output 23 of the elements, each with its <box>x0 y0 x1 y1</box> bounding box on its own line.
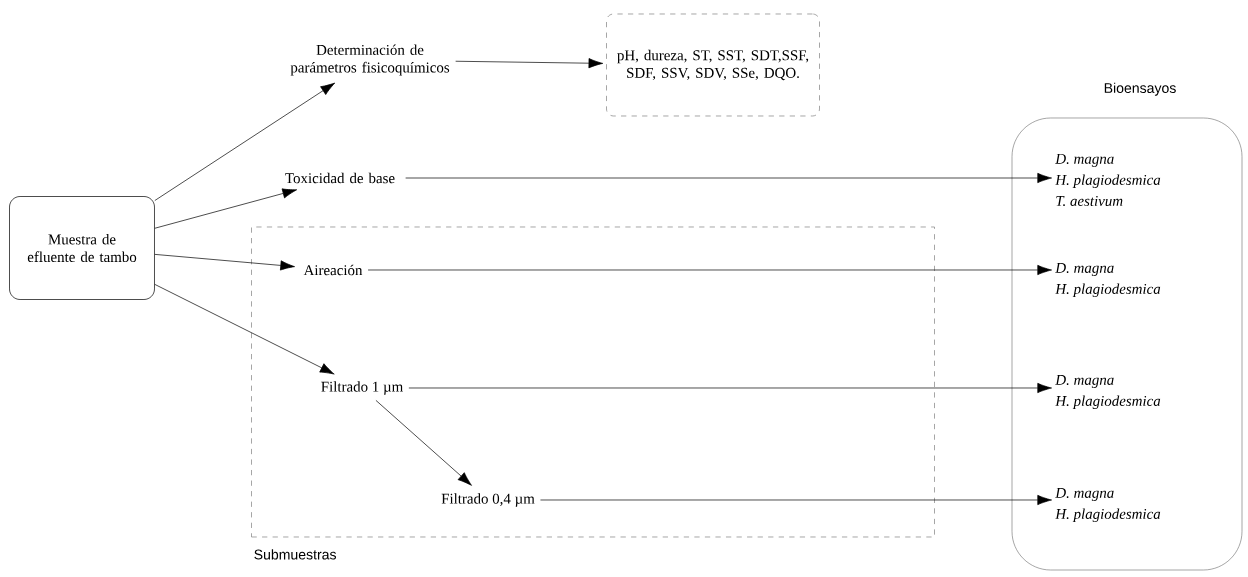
arrow <box>154 82 336 201</box>
arrow <box>455 58 604 69</box>
node-label: Submuestras <box>254 549 337 560</box>
step-label: Aireación <box>303 264 363 276</box>
arrow <box>405 172 1052 184</box>
sample-box: Muestra de efluente de tambo <box>9 196 155 300</box>
node-label: Bioensayos <box>1104 82 1176 96</box>
arrow <box>154 188 297 229</box>
step-label: Filtrado 1 µm <box>321 381 403 395</box>
step-label: Determinación de parámetros fisicoquímicos <box>290 44 450 76</box>
species-list: D. magna H. plagiodesmica T. aestivum <box>1055 153 1161 207</box>
step-label: Toxicidad de base <box>285 172 395 184</box>
arrow <box>154 284 335 375</box>
arrow <box>367 264 1052 276</box>
step-label: Filtrado 0,4 µm <box>441 493 535 507</box>
arrow <box>540 494 1052 506</box>
species-list: D. magna H. plagiodesmica <box>1055 262 1161 297</box>
arrow <box>154 254 295 271</box>
species-list: D. magna H. plagiodesmica <box>1055 487 1161 522</box>
arrow <box>375 400 472 486</box>
species-list: D. magna H. plagiodesmica <box>1055 374 1161 409</box>
parameter-box: pH, dureza, ST, SST, SDT,SSF, SDF, SSV, SDV, SSe, DQO. <box>606 13 820 117</box>
arrow <box>408 382 1052 394</box>
